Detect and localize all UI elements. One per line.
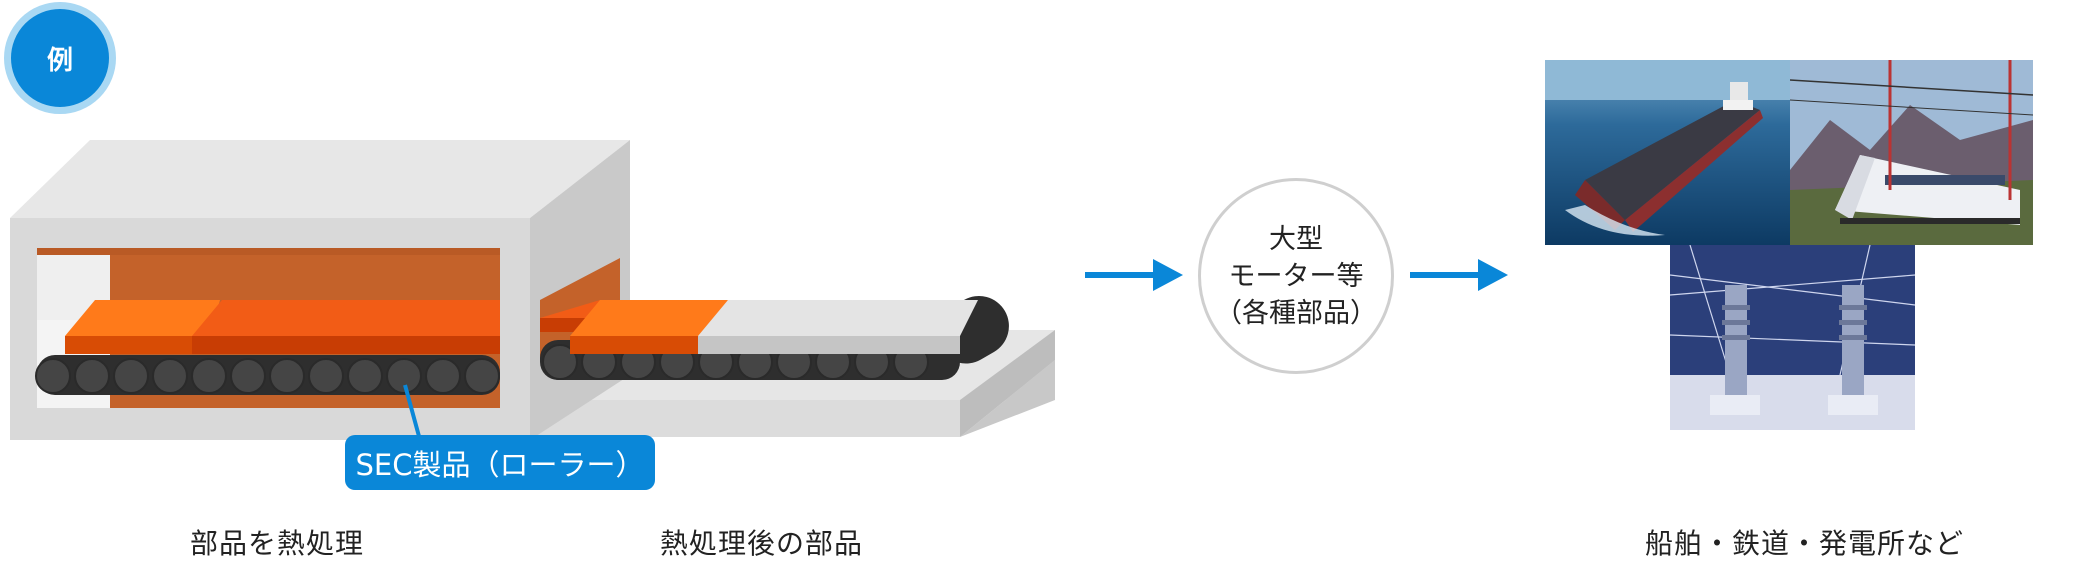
roller [74,358,110,394]
hot-part [192,300,348,336]
conveyor-belt-inside [37,355,500,395]
roller [347,358,383,394]
conveyor-base-edge [960,330,1055,437]
roller [464,358,500,394]
example-badge: 例 [4,2,116,114]
hot-part [192,336,335,354]
arrow-right-icon [1410,259,1508,291]
furnace-top [10,140,630,218]
sec-product-label: SEC製品（ローラー） [345,435,655,490]
sec-label-pointer [403,384,422,441]
hot-part [445,300,500,336]
roller [230,358,266,394]
roller [425,358,461,394]
ship-photo [1545,60,1790,245]
motor-line-1: 大型 [1269,223,1323,255]
example-badge-label: 例 [46,45,73,76]
roller [152,358,188,394]
cool-part [698,300,853,336]
caption-after-treatment: 熱処理後の部品 [660,527,864,560]
warm-part [570,300,728,336]
roller [113,358,149,394]
ship-image [1545,60,1790,245]
caption-furnace: 部品を熱処理 [190,527,365,560]
hot-part [65,300,220,336]
motor-line-2: モーター等 [1228,260,1364,292]
warm-part [570,336,710,354]
hot-part [65,336,210,354]
train-photo [1790,60,2033,245]
cool-part [823,336,960,354]
roller [269,358,305,394]
roller [35,358,71,394]
hot-part [445,336,500,354]
heat-treatment-illustration [10,140,1055,441]
motor-circle: 大型 モーター等 （各種部品） [1198,178,1394,374]
cool-part [698,336,835,354]
conveyor-base-front [530,400,960,437]
hot-part [540,300,600,318]
roller [386,358,422,394]
hot-parts [65,300,600,354]
power-plant-photo [1670,245,1915,430]
train-image [1790,60,2033,245]
roller [191,358,227,394]
roller [308,358,344,394]
after-parts [570,300,978,354]
motor-line-3: （各種部品） [1215,297,1377,329]
power-plant-image [1670,245,1915,430]
hot-part [318,336,460,354]
caption-applications: 船舶・鉄道・発電所など [1645,527,1965,560]
arrow-right-icon [1085,259,1183,291]
furnace-opening-ceiling [37,248,500,255]
roller [542,344,578,380]
hot-part [318,300,474,336]
cool-part [823,300,978,336]
